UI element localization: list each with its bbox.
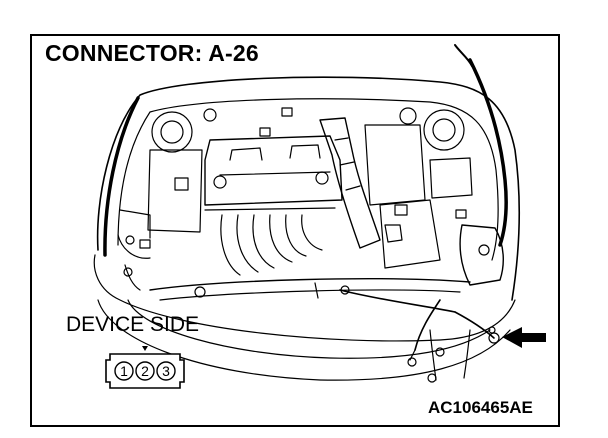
diagram-title: CONNECTOR: A-26 [45, 40, 259, 66]
pin-1 [114, 361, 134, 381]
pin-3 [156, 361, 176, 381]
pin-3-label: 3 [162, 363, 170, 379]
figure-code: AC106465AE [428, 398, 533, 417]
key-marker-icon [142, 346, 148, 351]
pin-2-label: 2 [141, 363, 149, 379]
pin-1-label: 1 [120, 363, 128, 379]
device-side-label: DEVICE SIDE [66, 313, 200, 336]
pin-2 [135, 361, 155, 381]
